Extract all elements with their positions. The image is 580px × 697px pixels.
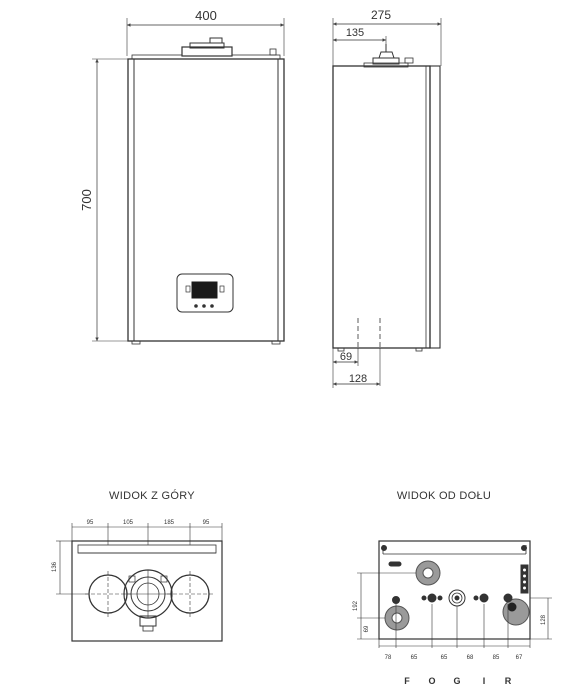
connection-label-o: O <box>428 676 435 686</box>
top-dim-95-right: 95 <box>203 520 210 526</box>
bottom-dim-85: 85 <box>493 655 500 661</box>
bottom-side-dim-69: 69 <box>364 625 370 632</box>
width-label: 400 <box>195 8 217 23</box>
bottom-view-body <box>378 540 531 640</box>
top-view-title: WIDOK Z GÓRY <box>109 489 195 502</box>
top-fitting <box>269 48 277 56</box>
bottom-dim-78: 78 <box>385 655 392 661</box>
depth-label: 275 <box>371 8 391 22</box>
control-panel <box>176 273 234 313</box>
top-dim-95-left: 95 <box>87 520 94 526</box>
connection-label-r: R <box>505 676 512 686</box>
top-view-body <box>71 540 223 642</box>
bottom-dim-67: 67 <box>516 655 523 661</box>
terminal-strip <box>520 564 529 594</box>
bottom-dim-65b: 65 <box>441 655 448 661</box>
connection-o <box>427 593 437 603</box>
side-view <box>332 18 442 388</box>
bottom-side-dim-128: 128 <box>541 614 547 625</box>
top-view <box>56 523 223 642</box>
pipe-depth-label: 128 <box>349 373 367 385</box>
top-dim-105: 105 <box>123 520 134 526</box>
top-dim-185: 185 <box>164 520 175 526</box>
boiler-side-body <box>332 65 431 349</box>
height-label: 700 <box>79 189 94 211</box>
bottom-dim-65a: 65 <box>411 655 418 661</box>
bottom-right-circle <box>502 598 530 626</box>
bottom-view <box>357 540 552 648</box>
bottom-view-title: WIDOK OD DOŁU <box>397 490 491 502</box>
front-view <box>92 18 285 345</box>
boiler-front-body <box>127 58 285 342</box>
flue-offset-label: 135 <box>346 27 364 39</box>
connection-f <box>392 596 400 604</box>
bottom-dim-68: 68 <box>467 655 474 661</box>
connection-label-f: F <box>404 676 410 686</box>
connection-i <box>479 593 489 603</box>
pipe-offset-label: 69 <box>340 351 352 363</box>
top-side-dim-label: 136 <box>52 561 58 572</box>
connection-label-i: I <box>483 676 486 686</box>
display-screen <box>191 281 218 299</box>
connection-r <box>503 593 513 603</box>
bottom-side-dim-192: 192 <box>353 600 359 611</box>
connection-label-g: G <box>453 676 460 686</box>
